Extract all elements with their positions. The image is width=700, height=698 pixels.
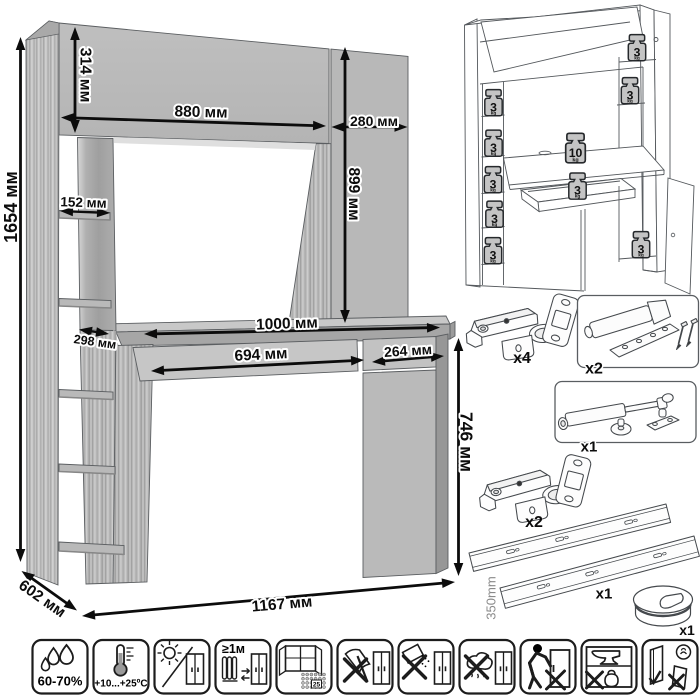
svg-text:1000 мм: 1000 мм — [256, 314, 318, 333]
svg-text:+10...+25ºC: +10...+25ºC — [94, 679, 147, 690]
svg-text:kg: kg — [490, 258, 496, 264]
svg-text:25: 25 — [313, 682, 321, 689]
svg-text:314 мм: 314 мм — [77, 48, 94, 103]
svg-text:kg: kg — [634, 55, 640, 61]
svg-text:kg: kg — [627, 98, 633, 104]
svg-text:1167 мм: 1167 мм — [251, 593, 313, 615]
svg-text:280 мм: 280 мм — [350, 113, 398, 129]
svg-text:264 мм: 264 мм — [384, 341, 433, 360]
svg-text:kg: kg — [572, 158, 578, 164]
svg-text:kg: kg — [638, 252, 644, 258]
svg-text:x2: x2 — [585, 361, 603, 378]
svg-text:899 мм: 899 мм — [345, 167, 362, 220]
svg-text:x1: x1 — [679, 622, 695, 638]
svg-text:x2: x2 — [525, 514, 543, 531]
svg-text:3: 3 — [627, 88, 634, 102]
svg-text:3: 3 — [490, 248, 497, 262]
svg-text:x4: x4 — [513, 350, 531, 367]
svg-text:kg: kg — [491, 151, 497, 157]
svg-text:694 мм: 694 мм — [234, 345, 288, 365]
svg-text:350mm: 350mm — [484, 576, 499, 619]
svg-text:kg: kg — [490, 187, 496, 193]
svg-text:x1: x1 — [581, 439, 598, 456]
svg-text:152 мм: 152 мм — [60, 194, 107, 211]
svg-text:880 мм: 880 мм — [174, 103, 228, 121]
svg-text:x1: x1 — [596, 586, 613, 603]
svg-text:3: 3 — [491, 212, 498, 226]
svg-text:3: 3 — [634, 45, 641, 59]
svg-text:746 мм: 746 мм — [457, 412, 477, 472]
svg-text:3: 3 — [638, 242, 645, 256]
svg-text:kg: kg — [492, 222, 498, 228]
svg-text:kg: kg — [491, 110, 497, 116]
svg-text:10: 10 — [569, 146, 583, 160]
svg-text:≥1м: ≥1м — [222, 642, 245, 656]
svg-text:3: 3 — [490, 141, 497, 155]
svg-text:3: 3 — [490, 177, 497, 191]
svg-text:3: 3 — [490, 100, 497, 114]
svg-text:1654 мм: 1654 мм — [1, 171, 21, 243]
svg-text:60-70%: 60-70% — [38, 674, 83, 689]
svg-text:kg: kg — [575, 194, 581, 200]
svg-text:3: 3 — [574, 184, 581, 198]
